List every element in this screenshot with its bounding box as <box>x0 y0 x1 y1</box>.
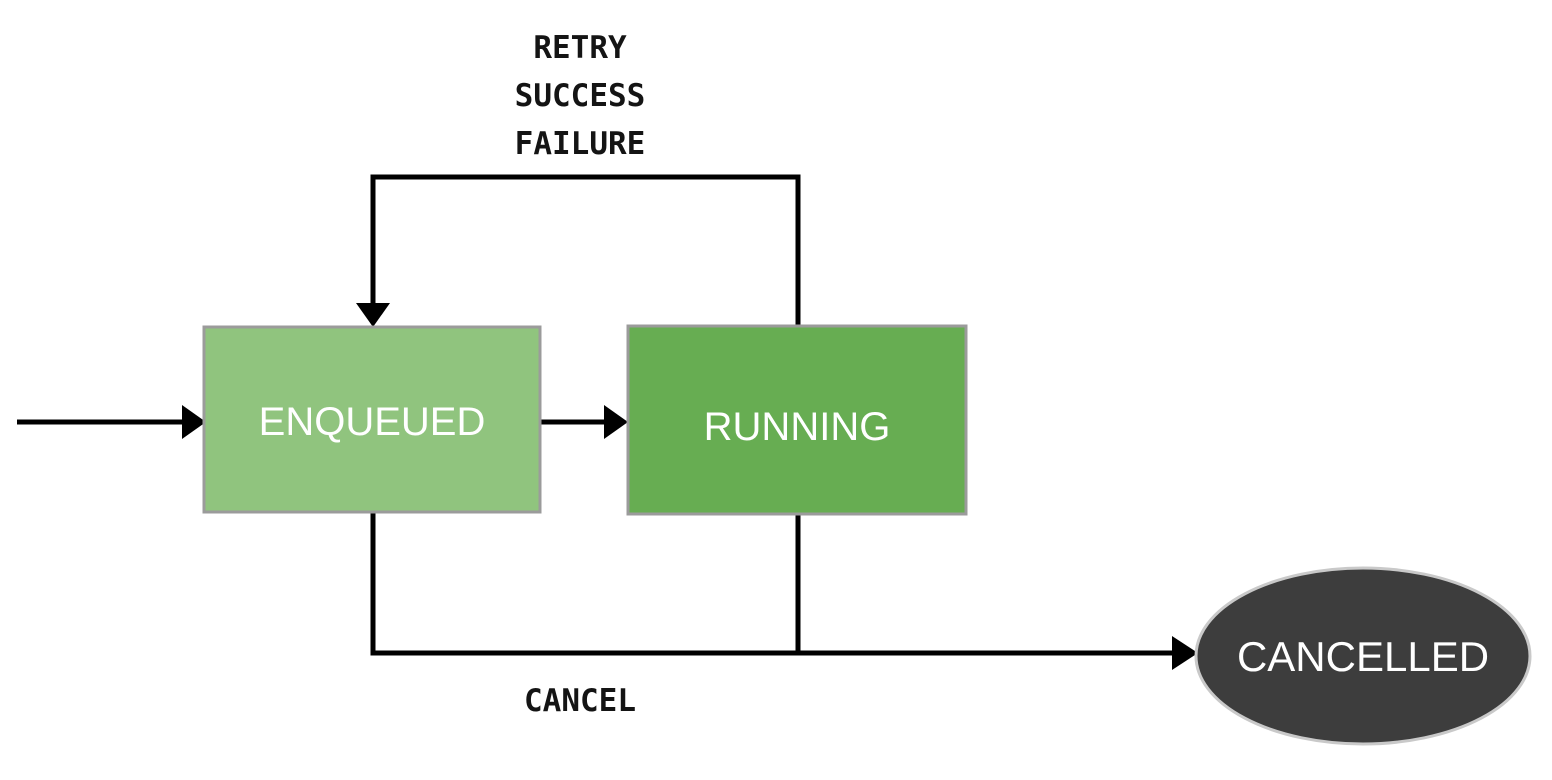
node-enqueued[interactable]: ENQUEUED <box>202 325 542 514</box>
node-cancelled-shape[interactable] <box>1194 566 1532 746</box>
edge-running-to-enqueued <box>356 174 801 327</box>
edge-enqueued-to-cancel-rail-line <box>370 512 1172 656</box>
edge-running-to-enqueued-arrowhead <box>356 303 390 327</box>
node-enqueued-shape[interactable] <box>202 325 542 514</box>
edge-running-to-enqueued-line <box>370 174 801 326</box>
node-cancelled[interactable]: CANCELLED <box>1194 566 1532 746</box>
edge-label-failure: FAILURE <box>515 126 646 162</box>
edge-start-to-enqueued-arrowhead <box>182 405 206 439</box>
edge-enqueued-to-running <box>540 405 628 439</box>
node-cancelled-label: CANCELLED <box>1237 633 1489 680</box>
edge-label-retry: RETRY <box>533 30 627 66</box>
edge-start-to-enqueued <box>17 405 206 439</box>
edge-to-cancelled-arrow <box>1172 636 1198 670</box>
node-running-shape[interactable] <box>626 324 968 516</box>
edge-enqueued-to-cancel-rail <box>370 512 1172 656</box>
edge-label-success: SUCCESS <box>515 78 646 114</box>
edge-label-cancel: CANCEL <box>524 683 636 719</box>
node-enqueued-label: ENQUEUED <box>259 400 486 444</box>
edge-enqueued-to-running-arrowhead <box>604 405 628 439</box>
node-running[interactable]: RUNNING <box>626 324 968 516</box>
node-running-label: RUNNING <box>704 405 891 449</box>
edge-to-cancelled-arrowhead <box>1172 636 1198 670</box>
